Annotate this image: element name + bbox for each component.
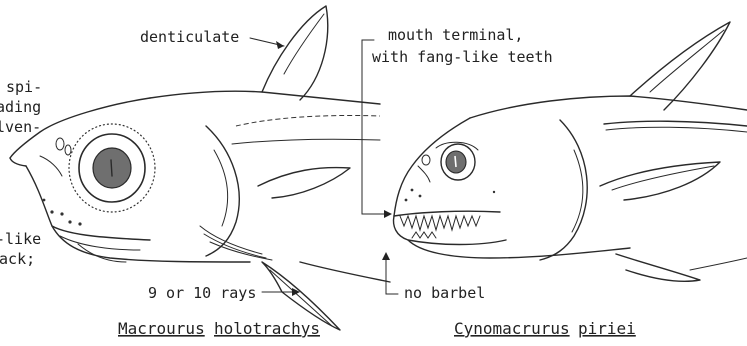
right-gill-cover xyxy=(540,120,587,260)
cut-label-lack: lack; xyxy=(0,250,35,268)
right-pelvic-fin xyxy=(616,254,700,281)
right-back-outline xyxy=(470,96,747,118)
mouth-terminal-bracket xyxy=(362,40,388,214)
left-caption-genus: Macrourus xyxy=(118,319,205,338)
right-upper-jaw xyxy=(394,211,500,216)
left-fish-drawing xyxy=(10,6,390,330)
left-caption-species: holotrachys xyxy=(214,319,320,338)
mouth-terminal-label-line2: with fang-like teeth xyxy=(372,48,553,66)
left-gill-cover xyxy=(206,126,239,256)
right-caption-genus: Cynomacrurus xyxy=(454,319,570,338)
right-lateral-line xyxy=(604,121,747,126)
left-back-outline xyxy=(150,91,380,104)
cut-label-ading: ading xyxy=(0,98,41,116)
no-barbel-label: no barbel xyxy=(404,284,485,302)
no-barbel-pointer xyxy=(386,256,398,294)
left-snout-dots xyxy=(43,199,82,226)
right-snout-dots xyxy=(405,189,496,202)
mouth-terminal-label-line1: mouth terminal, xyxy=(388,26,523,44)
cut-label-spi: spi- xyxy=(6,78,42,96)
right-caption-species: piriei xyxy=(578,319,636,338)
left-lateral-line xyxy=(236,115,380,126)
left-pectoral-fin xyxy=(258,168,350,198)
right-fang-teeth xyxy=(400,216,480,230)
rays-label: 9 or 10 rays xyxy=(148,284,256,302)
denticulate-label: denticulate xyxy=(140,28,239,46)
cut-label-lven: lven- xyxy=(0,118,41,136)
cut-label-like: -like xyxy=(0,230,41,248)
right-lower-jaw xyxy=(394,216,506,245)
left-dorsal-fin xyxy=(262,6,328,100)
